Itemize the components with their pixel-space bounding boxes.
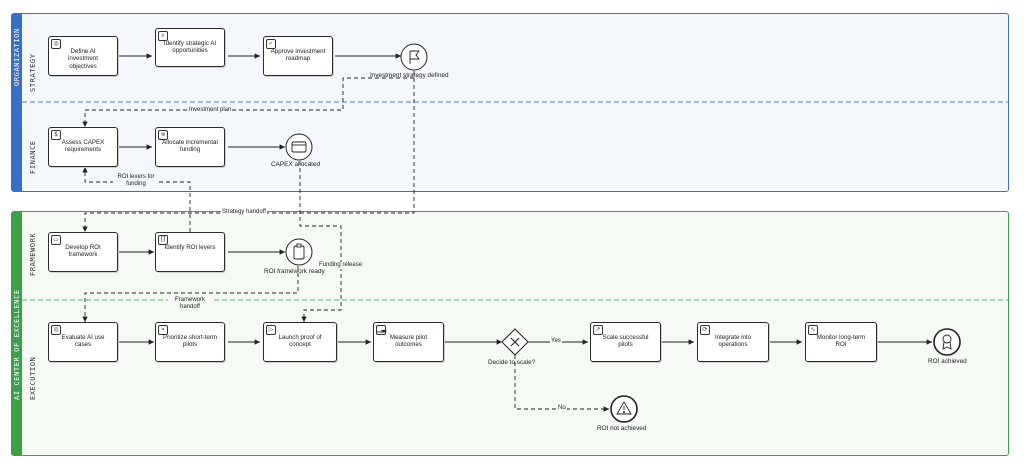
task-integrate-operations[interactable]: ⟳ Integrate into operations: [697, 322, 769, 362]
warning-icon: [616, 401, 632, 415]
event-strategy-defined-label: Investment strategy defined: [370, 72, 449, 79]
task-prioritize-pilots[interactable]: » Prioritize short-term pilots: [155, 322, 225, 362]
event-roi-not-achieved-label: ROI not achieved: [597, 425, 647, 432]
pool-ai-coe-band: [12, 212, 22, 455]
card-icon: [291, 141, 307, 153]
task-scale-pilots[interactable]: ↗ Scale successful pilots: [590, 322, 661, 362]
target-icon: ◎: [51, 325, 61, 335]
message-investment-plan: [82, 71, 415, 127]
message-framework-handoff: [82, 266, 299, 322]
gateway-yes-label: Yes: [550, 338, 562, 345]
task-define-objectives[interactable]: ◎ Define AI investment objectives: [48, 36, 118, 76]
gateway-decide-scale: [501, 328, 529, 356]
framework-handoff-label: Framework handoff: [168, 297, 212, 311]
dollar-icon: $: [51, 130, 61, 140]
task-measure-outcomes[interactable]: ▁▃ Measure pilot outcomes: [373, 322, 444, 362]
flow-gateway-no: [514, 355, 609, 412]
award-icon: [942, 334, 952, 350]
task-monitor-roi[interactable]: ∿ Monitor long-term ROI: [805, 322, 877, 362]
flag-icon: [409, 50, 420, 64]
funding-release-label: Funding release: [318, 262, 364, 269]
task-evaluate-use-cases[interactable]: ◎ Evaluate AI use cases: [48, 322, 118, 362]
strategy-handoff-label: Strategy handoff: [221, 209, 267, 216]
bracket-icon: []: [158, 235, 168, 245]
task-approve-roadmap[interactable]: ✓ Approve investment roadmap: [263, 36, 333, 76]
trend-up-icon: ↗: [593, 325, 603, 335]
event-strategy-defined: [400, 43, 428, 71]
pulse-icon: ∿: [808, 325, 818, 335]
message-roi-levers: [82, 167, 191, 232]
task-launch-poc[interactable]: ▷ Launch proof of concept: [263, 322, 337, 362]
task-develop-framework[interactable]: ▭ Develop ROI framework: [48, 232, 118, 272]
gateway-label: Decide to scale?: [488, 359, 536, 366]
task-identify-opportunities[interactable]: ⌕ Identify strategic AI opportunities: [155, 28, 225, 67]
check-icon: ✓: [266, 39, 276, 49]
clipboard-icon: [293, 243, 305, 260]
event-roi-achieved-label: ROI achieved: [928, 358, 967, 365]
task-identify-levers[interactable]: [] Identify ROI levers: [155, 232, 225, 272]
bar-chart-icon: ▁▃: [376, 325, 387, 335]
search-icon: ⌕: [158, 31, 168, 41]
gateway-no-label: No: [557, 405, 567, 412]
task-assess-capex[interactable]: $ Assess CAPEX requirements: [48, 127, 118, 167]
roi-levers-funding-label: ROI levers for funding: [113, 174, 159, 188]
investment-plan-label: Investment plan: [188, 107, 233, 114]
target-icon: ◎: [51, 39, 61, 49]
event-roi-achieved: [933, 328, 961, 356]
layers-icon: ≋: [158, 130, 168, 140]
event-framework-ready-label: ROI framework ready: [264, 268, 325, 275]
pool-organization-band: [12, 14, 22, 191]
play-icon: ▷: [266, 325, 276, 335]
task-allocate-funding[interactable]: ≋ Allocate incremental funding: [155, 127, 225, 167]
event-framework-ready: [285, 238, 313, 266]
window-icon: ▭: [51, 235, 61, 245]
repeat-icon: ⟳: [700, 325, 710, 335]
event-capex-allocated-label: CAPEX allocated: [271, 161, 321, 168]
event-capex-allocated: [285, 133, 313, 161]
fast-forward-icon: »: [158, 325, 168, 335]
exclusive-x-icon: [510, 337, 520, 347]
